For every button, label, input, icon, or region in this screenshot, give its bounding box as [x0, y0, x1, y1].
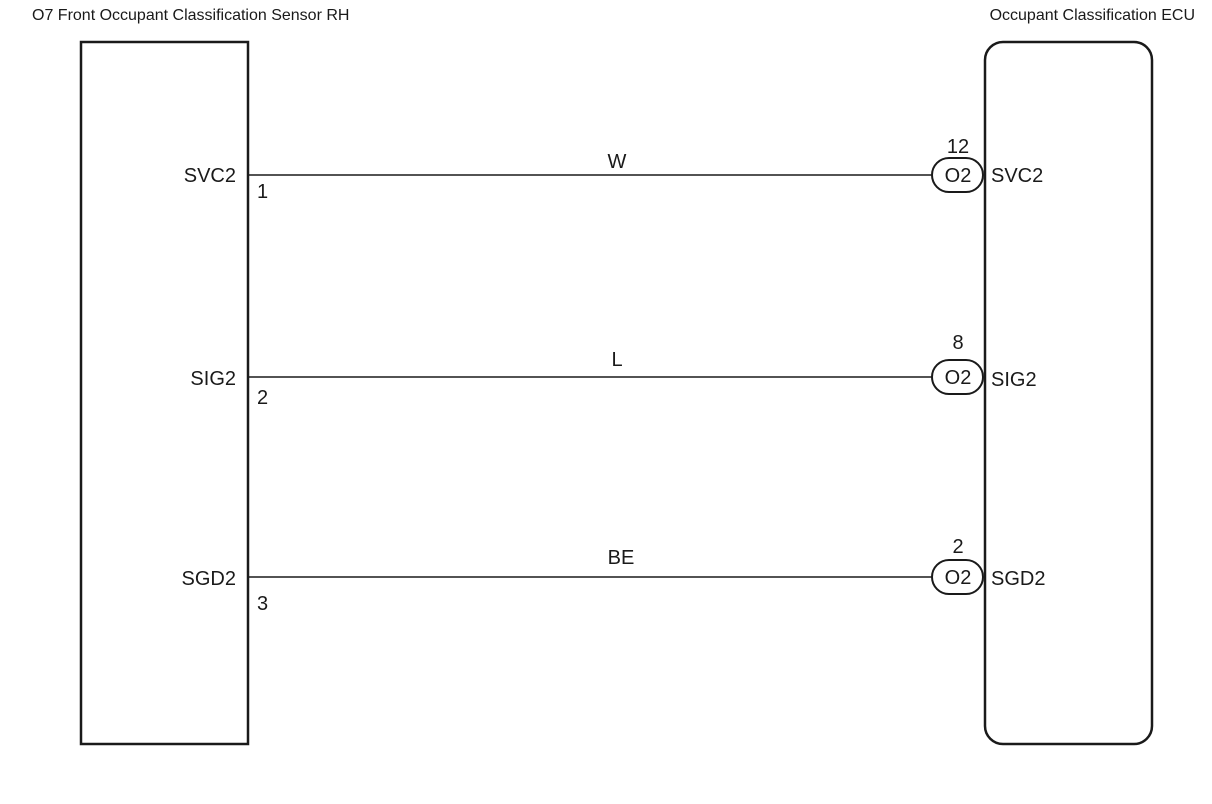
- ecu-connector-oval: [931, 359, 984, 395]
- ecu-connector-label: O2: [945, 567, 972, 589]
- wire-color-code: BE: [608, 547, 635, 569]
- ecu-pin-number: 8: [952, 332, 963, 354]
- ecu-pin-name: SVC2: [991, 165, 1043, 187]
- ecu-connector-oval: [931, 157, 984, 193]
- ecu-connector-oval: [931, 559, 984, 595]
- ecu-pin-number: 2: [952, 536, 963, 558]
- sensor-pin-number: 3: [257, 593, 268, 615]
- wire-circuit-svc2: SVC2 1 W 12 O2 SVC2: [184, 136, 1044, 203]
- sensor-box: [79, 40, 250, 746]
- wire-circuit-sig2: SIG2 2 L 8 O2 SIG2: [190, 332, 1036, 409]
- wire-color-code: W: [608, 151, 627, 173]
- ecu-pin-number: 12: [947, 136, 969, 158]
- wire-color-code: L: [611, 349, 622, 371]
- ecu-connector-label: O2: [945, 165, 972, 187]
- ecu-connector-label: O2: [945, 367, 972, 389]
- ecu-pin-name: SGD2: [991, 568, 1045, 590]
- wire-circuit-sgd2: SGD2 3 BE 2 O2 SGD2: [182, 536, 1046, 615]
- sensor-pin-number: 2: [257, 387, 268, 409]
- sensor-pin-name: SGD2: [182, 568, 236, 590]
- sensor-pin-name: SIG2: [190, 368, 236, 390]
- sensor-pin-name: SVC2: [184, 165, 236, 187]
- left-component-title: O7 Front Occupant Classification Sensor …: [32, 7, 349, 24]
- ecu-pin-name: SIG2: [991, 369, 1037, 391]
- ecu-box: [983, 40, 1154, 746]
- sensor-pin-number: 1: [257, 181, 268, 203]
- right-component-title: Occupant Classification ECU: [990, 7, 1195, 24]
